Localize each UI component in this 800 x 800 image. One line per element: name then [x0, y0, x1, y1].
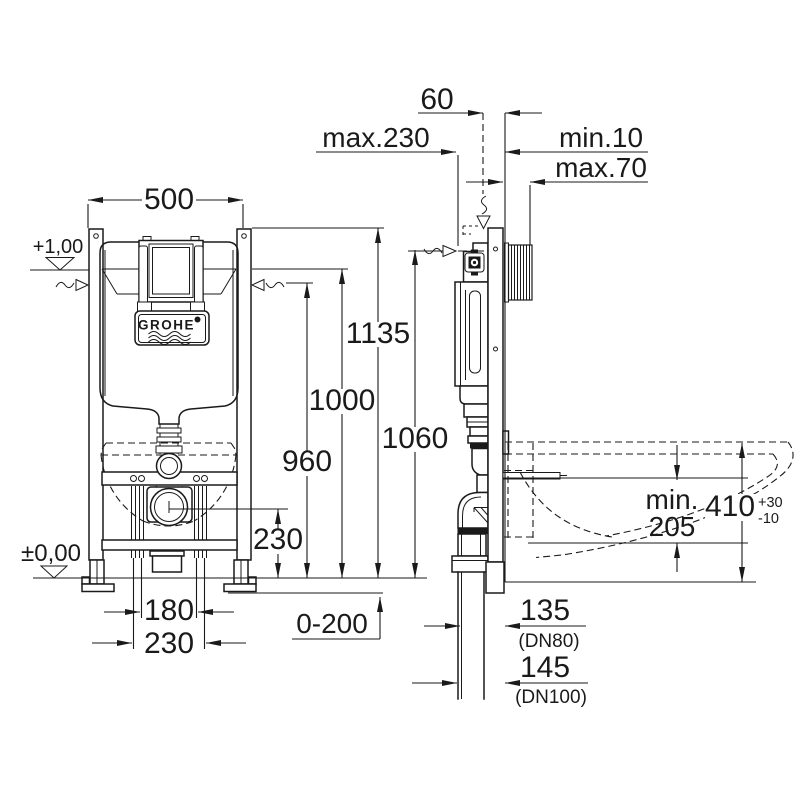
- drain-elbow: [451, 491, 489, 700]
- svg-text:410: 410: [705, 490, 755, 523]
- foot-side: [485, 561, 505, 594]
- dim-meter-level: 1000: [309, 269, 376, 578]
- water-supply-arrow: [462, 195, 491, 238]
- reference-lines: [30, 227, 756, 594]
- soil-pipe: [457, 571, 485, 700]
- water-level-arrow-left: [55, 278, 90, 292]
- dim-rod-spacing-inner: 180: [104, 558, 234, 627]
- logo-waves: [148, 331, 191, 345]
- dim-actuation-max: max.230: [316, 122, 459, 246]
- dim-bowl-clearance: min. 205: [646, 445, 699, 572]
- actuation-access-box: [137, 236, 205, 313]
- dim-overall-width: 500: [87, 183, 244, 228]
- svg-text:max.230: max.230: [322, 122, 429, 153]
- dim-floor-buildup: 0-200: [292, 597, 383, 640]
- dimensions: 500 60 max.230 min.10 max.70: [21, 83, 783, 708]
- frame-rail-right: [236, 228, 252, 561]
- dim-outlet-dn80: 135 (DN80): [424, 594, 586, 652]
- dim-side-top-height: 1060: [382, 250, 449, 578]
- level-marker-plus-one: +1,00: [33, 236, 84, 271]
- svg-text:60: 60: [420, 83, 453, 116]
- dim-outlet-height: 230: [253, 509, 303, 578]
- side-top-arrow: [423, 244, 458, 258]
- finished-wall-section: [504, 242, 533, 303]
- drain-assembly: [146, 486, 193, 527]
- svg-text:±0,00: ±0,00: [21, 540, 81, 567]
- dim-seat-height: 410 +30 -10: [705, 443, 783, 582]
- level-marker-zero: ±0,00: [21, 540, 81, 579]
- svg-text:180: 180: [144, 594, 194, 627]
- registered-mark-dot: [194, 316, 201, 323]
- bowl-mounting-rod: [502, 472, 567, 480]
- svg-text:-10: -10: [758, 511, 779, 527]
- svg-text:+1,00: +1,00: [33, 236, 84, 258]
- svg-text:0-200: 0-200: [296, 608, 368, 639]
- dim-supply-offset: 60: [418, 83, 542, 194]
- flush-pipe: [155, 424, 183, 454]
- svg-text:min.10: min.10: [559, 122, 643, 153]
- svg-text:1060: 1060: [382, 422, 449, 455]
- svg-text:960: 960: [282, 445, 332, 478]
- svg-text:max.70: max.70: [555, 152, 647, 183]
- dim-wall-thickness: min.10 max.70: [466, 113, 648, 582]
- dim-frame-height: 1135: [346, 228, 411, 578]
- svg-text:145: 145: [520, 651, 570, 684]
- dim-rod-spacing-outer: 230: [92, 558, 246, 660]
- dim-outlet-dn100: 145 (DN100): [412, 651, 588, 708]
- mounting-rods: [131, 486, 207, 558]
- foot-left: [81, 559, 115, 593]
- water-connection-valve: [464, 249, 485, 276]
- dim-supply-height: 960: [282, 283, 332, 578]
- cistern-profile-side: [454, 242, 489, 494]
- svg-text:135: 135: [520, 594, 570, 627]
- grohe-logo-text: GROHE: [138, 318, 195, 333]
- grohe-logo-plate: GROHE: [134, 310, 210, 346]
- svg-text:230: 230: [253, 523, 303, 556]
- svg-text:1135: 1135: [346, 317, 411, 350]
- svg-text:500: 500: [144, 183, 194, 216]
- svg-text:min.: min.: [646, 484, 699, 515]
- water-level-arrow-right: [250, 278, 285, 292]
- svg-text:(DN80): (DN80): [518, 631, 579, 652]
- lower-crossbar: [101, 539, 238, 551]
- svg-text:(DN100): (DN100): [515, 687, 587, 708]
- svg-text:+30: +30: [758, 495, 783, 511]
- svg-text:230: 230: [144, 627, 194, 660]
- foot-right: [223, 559, 257, 593]
- svg-text:205: 205: [649, 511, 696, 542]
- front-view: GROHE: [81, 228, 257, 593]
- outlet-stub: [149, 550, 185, 573]
- svg-text:1000: 1000: [309, 384, 376, 417]
